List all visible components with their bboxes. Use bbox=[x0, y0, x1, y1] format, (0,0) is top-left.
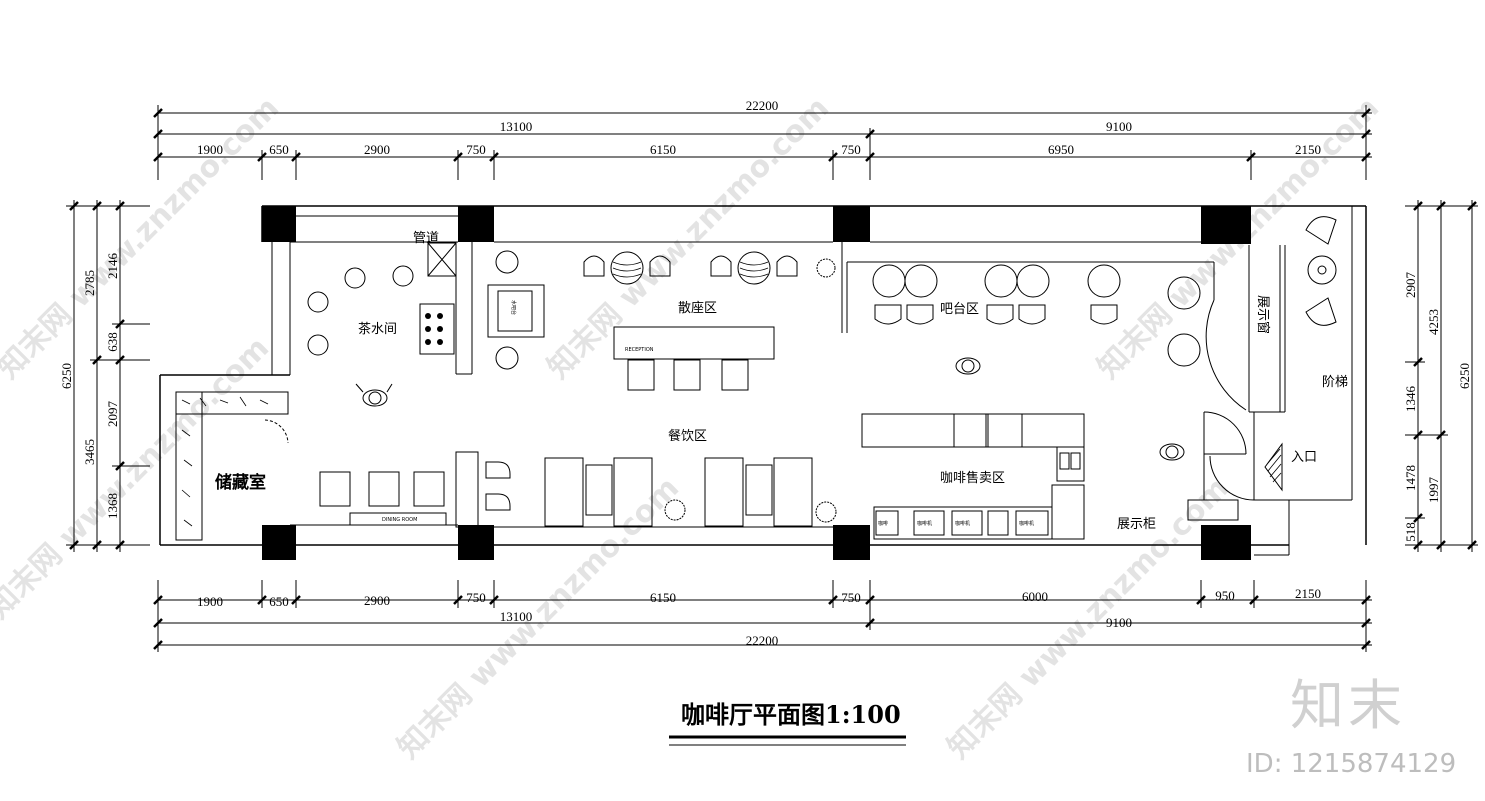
dim-top-seg-1: 650 bbox=[269, 142, 289, 157]
dim-right-inner-2: 1478 bbox=[1403, 465, 1418, 491]
right-dimensions: 2907 1346 1478 518 4253 1997 6250 bbox=[1403, 200, 1478, 552]
counter-item-3: 咖啡机 bbox=[1019, 520, 1034, 527]
dim-top-sub-1: 9100 bbox=[1106, 119, 1132, 134]
dining-area: 餐饮区 DINING ROOM bbox=[319, 428, 837, 527]
column bbox=[1201, 206, 1251, 244]
label-bar-area: 吧台区 bbox=[940, 302, 979, 317]
dim-top-seg-3: 750 bbox=[466, 142, 486, 157]
dim-right-inner-3: 518 bbox=[1403, 522, 1418, 542]
dim-top-seg-6: 6950 bbox=[1048, 142, 1074, 157]
dim-right-mid-0: 4253 bbox=[1426, 309, 1441, 335]
dim-bottom-seg-0: 1900 bbox=[197, 594, 223, 609]
label-tea-room: 茶水间 bbox=[358, 321, 397, 337]
label-coffee-sales: 咖啡售卖区 bbox=[940, 470, 1005, 486]
watermark-diagonal: 知末网 www.znzmo.com bbox=[391, 471, 686, 766]
dim-top-seg-2: 2900 bbox=[364, 142, 390, 157]
coffee-sales-area: 咖啡售卖区 咖啡 咖啡机 咖啡机 咖啡机 展示柜 bbox=[861, 413, 1239, 540]
top-dimensions: 22200 13100 9100 1900 650 2900 750 6150 … bbox=[153, 98, 1372, 180]
dim-left-outer: 6250 bbox=[59, 363, 74, 389]
column bbox=[833, 206, 870, 242]
left-dimensions: 6250 2785 3465 2146 638 2097 1368 bbox=[59, 200, 150, 552]
dim-bottom-seg-4: 6150 bbox=[650, 590, 676, 605]
counter-item-0: 咖啡 bbox=[878, 520, 888, 527]
dim-top-total: 22200 bbox=[746, 98, 779, 113]
dim-bottom-seg-6: 6000 bbox=[1022, 589, 1048, 604]
dim-top-seg-0: 1900 bbox=[197, 142, 223, 157]
dim-right-outer: 6250 bbox=[1457, 363, 1472, 389]
dim-bottom-seg-2: 2900 bbox=[364, 593, 390, 608]
dim-top-seg-5: 750 bbox=[841, 142, 861, 157]
loose-seating-area: 散座区 RECEPTION bbox=[583, 251, 836, 391]
label-entrance: 入口 bbox=[1291, 450, 1317, 465]
watermark-logo: 知末 bbox=[1290, 674, 1406, 737]
label-dining-area: 餐饮区 bbox=[668, 428, 707, 444]
dim-left-inner-1: 638 bbox=[105, 332, 120, 352]
label-stairs: 阶梯 bbox=[1322, 375, 1348, 390]
structural-columns bbox=[262, 206, 1251, 560]
watermark-corner: 知末 ID: 1215874129 bbox=[1246, 674, 1456, 779]
column bbox=[458, 206, 494, 242]
dining-sign: DINING ROOM bbox=[382, 517, 417, 523]
dim-right-inner-1: 1346 bbox=[1403, 386, 1418, 413]
dim-right-mid-1: 1997 bbox=[1426, 477, 1441, 504]
label-pipe: 管道 bbox=[413, 231, 439, 246]
column bbox=[458, 525, 494, 560]
stairs-entrance: 展示窗 阶梯 入口 bbox=[1255, 216, 1348, 492]
person-figure bbox=[955, 357, 1185, 461]
dim-left-inner-3: 1368 bbox=[105, 493, 120, 519]
dim-top-sub-0: 13100 bbox=[500, 119, 533, 134]
reception-sign: RECEPTION bbox=[625, 347, 654, 353]
column bbox=[262, 525, 296, 560]
label-loose-seating: 散座区 bbox=[678, 301, 717, 316]
dim-left-mid-0: 2785 bbox=[82, 270, 97, 296]
dim-bottom-seg-8: 2150 bbox=[1295, 586, 1321, 601]
label-display-cabinet: 展示柜 bbox=[1117, 517, 1156, 532]
column bbox=[262, 206, 296, 242]
storage-room: 储藏室 bbox=[175, 391, 289, 541]
dim-bottom-seg-7: 950 bbox=[1215, 588, 1235, 603]
column bbox=[833, 525, 870, 560]
drawing-title: 咖啡厅平面图1:100 bbox=[681, 700, 901, 729]
bar-area: 吧台区 bbox=[872, 264, 1201, 461]
dim-left-inner-2: 2097 bbox=[105, 401, 120, 428]
counter-item-2: 咖啡机 bbox=[955, 520, 970, 527]
dim-bottom-seg-1: 650 bbox=[269, 594, 289, 609]
bottom-dimensions: 1900 650 2900 750 6150 750 6000 950 2150… bbox=[153, 580, 1372, 652]
dim-bottom-total: 22200 bbox=[746, 633, 779, 648]
dim-bottom-sub-0: 13100 bbox=[500, 609, 533, 624]
column bbox=[1201, 525, 1251, 560]
tea-room: 管道 茶水间 水吧台 bbox=[307, 231, 545, 407]
label-water-bar: 水吧台 bbox=[510, 300, 517, 315]
drawing-title-block: 咖啡厅平面图1:100 bbox=[669, 700, 906, 746]
watermark-diagonal: 知末网 www.znzmo.com bbox=[941, 471, 1236, 766]
dim-left-inner-0: 2146 bbox=[105, 253, 120, 280]
counter-item-1: 咖啡机 bbox=[917, 520, 932, 527]
dim-top-seg-7: 2150 bbox=[1295, 142, 1321, 157]
person-figure bbox=[355, 383, 393, 407]
dim-bottom-sub-1: 9100 bbox=[1106, 615, 1132, 630]
dim-bottom-seg-5: 750 bbox=[841, 590, 861, 605]
dim-left-mid-1: 3465 bbox=[82, 439, 97, 465]
watermark-id: ID: 1215874129 bbox=[1246, 749, 1456, 779]
dim-right-inner-0: 2907 bbox=[1403, 272, 1418, 299]
dim-top-seg-4: 6150 bbox=[650, 142, 676, 157]
label-storage: 储藏室 bbox=[215, 472, 266, 493]
watermark-diagonal: 知末网 www.znzmo.com bbox=[541, 91, 836, 386]
label-display-window: 展示窗 bbox=[1255, 295, 1271, 334]
dim-bottom-seg-3: 750 bbox=[466, 590, 486, 605]
